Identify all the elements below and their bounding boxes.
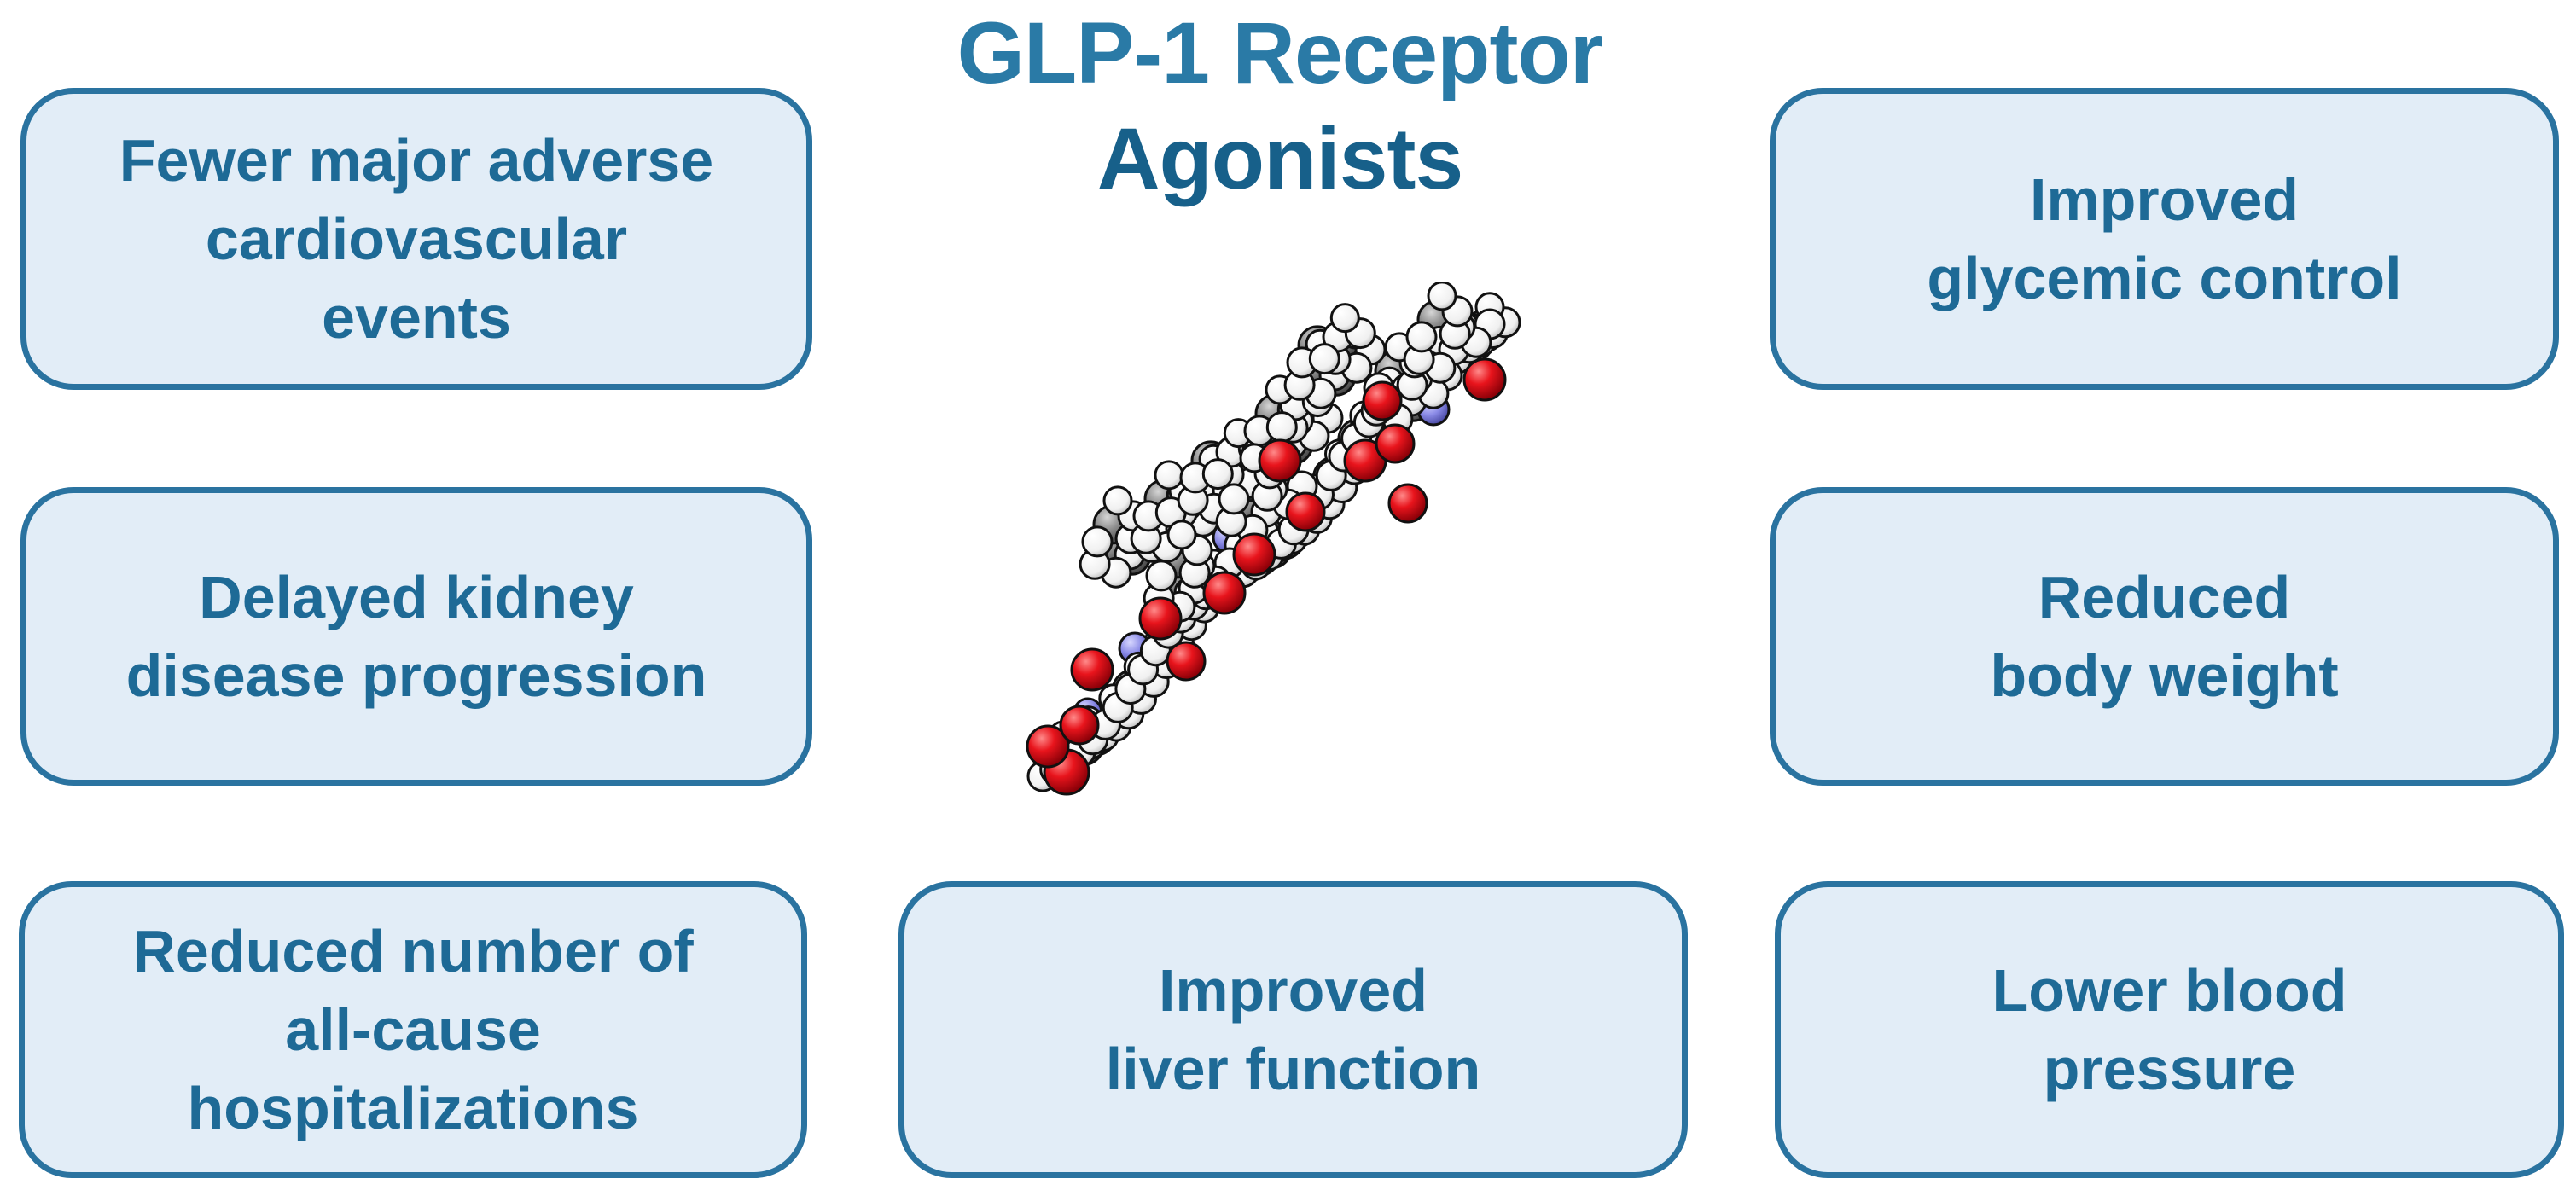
benefit-text-line: Lower blood	[1992, 957, 2347, 1024]
benefit-box-cardiovascular: Fewer major adverse cardiovascular event…	[20, 88, 812, 390]
benefit-box-blood-pressure: Lower blood pressure	[1775, 881, 2564, 1178]
benefit-text-line: liver function	[1105, 1036, 1481, 1102]
hydrogen-atom	[1145, 560, 1178, 592]
oxygen-atom	[1138, 596, 1183, 641]
benefit-text-line: Fewer major adverse	[119, 127, 714, 194]
hydrogen-atom	[1218, 483, 1250, 515]
benefit-box-liver: Improved liver function	[898, 881, 1688, 1178]
diagram-title: GLP-1 Receptor Agonists	[853, 0, 1707, 212]
benefit-text-line: glycemic control	[1927, 245, 2402, 311]
benefit-text-line: Improved	[2029, 166, 2300, 233]
title-line-1: GLP-1 Receptor	[957, 4, 1604, 102]
hydrogen-atom	[1427, 282, 1457, 311]
benefit-box-weight: Reduced body weight	[1770, 487, 2559, 786]
oxygen-atom	[1202, 571, 1247, 615]
benefit-text-line: hospitalizations	[187, 1075, 639, 1141]
oxygen-atom	[1070, 647, 1114, 692]
benefit-text-line: pressure	[2043, 1036, 2296, 1102]
oxygen-atom	[1059, 705, 1100, 746]
oxygen-atom	[1166, 641, 1207, 682]
hydrogen-atom	[1405, 321, 1438, 353]
hydrogen-atom	[1265, 411, 1298, 444]
glp1-molecule-icon	[1026, 282, 1521, 796]
hydrogen-atom	[1166, 520, 1197, 550]
oxygen-atom	[1362, 380, 1403, 421]
benefit-text-line: disease progression	[125, 642, 707, 709]
hydrogen-atom	[1102, 485, 1133, 516]
hydrogen-atom	[1329, 303, 1360, 334]
benefit-box-glycemic: Improved glycemic control	[1770, 88, 2559, 390]
benefit-text-line: Reduced	[2038, 564, 2291, 630]
benefit-text-line: Improved	[1158, 957, 1428, 1024]
benefit-text-line: all-cause	[285, 996, 541, 1063]
benefit-text-line: body weight	[1990, 642, 2339, 709]
oxygen-atom	[1026, 724, 1070, 769]
hydrogen-atom	[1081, 525, 1114, 558]
oxygen-atom	[1375, 423, 1416, 464]
hydrogen-atom	[1154, 460, 1184, 491]
hydrogen-atom	[1308, 343, 1340, 375]
benefit-text-line: cardiovascular	[205, 206, 628, 272]
title-line-2: Agonists	[1096, 110, 1463, 207]
oxygen-atom	[1387, 483, 1428, 524]
oxygen-atom	[1232, 532, 1276, 577]
oxygen-atom	[1258, 438, 1302, 483]
benefit-text-line: events	[322, 284, 511, 351]
benefit-box-kidney: Delayed kidney disease progression	[20, 487, 812, 786]
benefit-box-hospitalizations: Reduced number of all-cause hospitalizat…	[19, 881, 807, 1178]
oxygen-atom	[1285, 491, 1326, 532]
oxygen-atom	[1462, 357, 1507, 402]
benefit-text-line: Delayed kidney	[199, 564, 634, 630]
benefit-text-line: Reduced number of	[132, 918, 694, 984]
hydrogen-atom	[1201, 458, 1234, 491]
